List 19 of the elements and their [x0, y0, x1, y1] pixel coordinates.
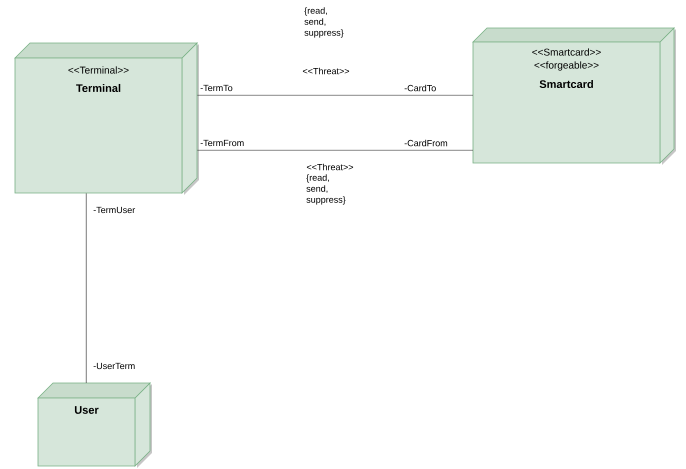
stereotype-label: <<Terminal>> [68, 66, 129, 74]
stereotype-label: <<forgeable>> [534, 61, 599, 71]
constraint-label: {read, send, suppress} [304, 7, 344, 38]
connector-line [86, 193, 87, 384]
connector-line [197, 94, 474, 96]
role-label: -CardTo [404, 84, 436, 92]
node-name: Smartcard [540, 80, 593, 88]
role-label: -TermTo [200, 84, 232, 92]
role-label: -TermUser [94, 206, 136, 214]
role-label: -UserTerm [94, 362, 135, 370]
stereotype-label: <<Smartcard>> [532, 48, 601, 56]
node-name: User [74, 406, 99, 414]
role-label: -TermFrom [200, 140, 244, 146]
edge-label: <<Threat>> [306, 164, 354, 170]
node-name: Terminal [76, 84, 120, 92]
connector-line [197, 150, 474, 151]
constraint-label: {read, send, suppress} [306, 174, 346, 205]
role-label: -CardFrom [404, 140, 448, 146]
edge-label: <<Threat>> [302, 68, 350, 74]
